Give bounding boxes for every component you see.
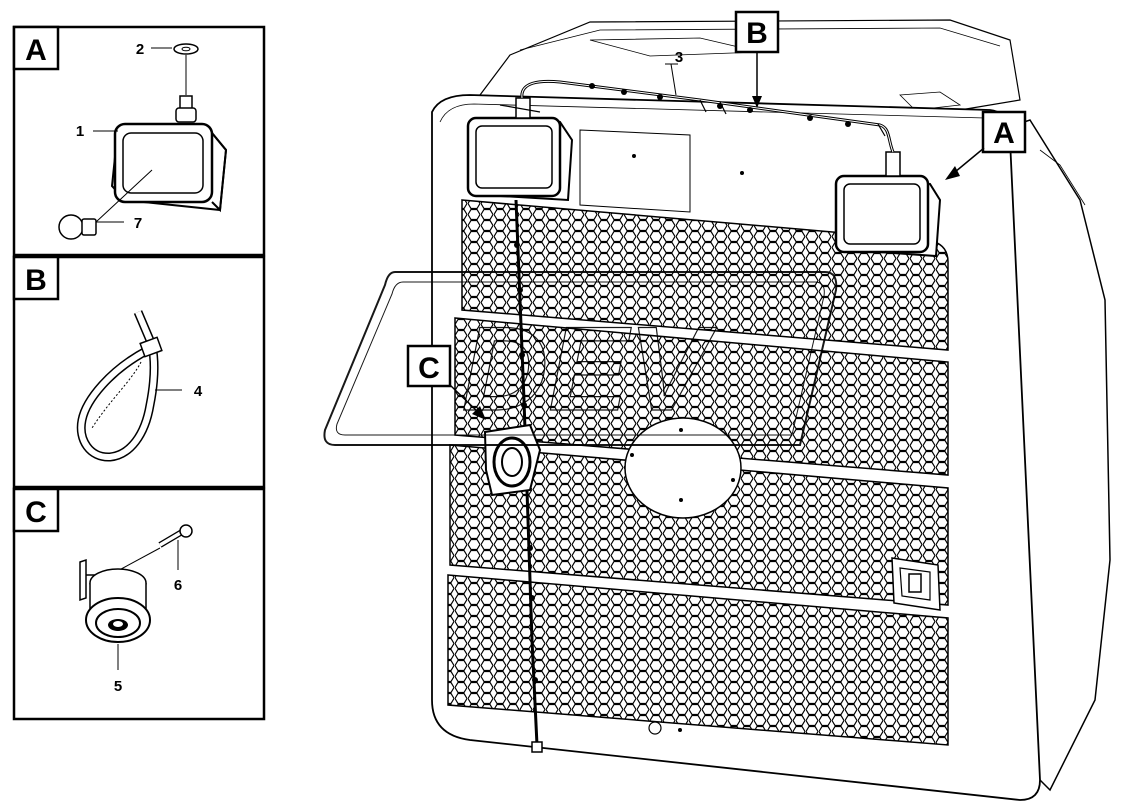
round-cover xyxy=(624,417,742,519)
washer-part xyxy=(173,43,199,55)
callout-b-main: B xyxy=(734,10,780,108)
callout-c-letter: C xyxy=(418,352,440,385)
bulb-part xyxy=(58,214,97,240)
main-socket xyxy=(483,423,542,497)
callout-6: 6 xyxy=(174,577,182,594)
grille-assembly: DEV xyxy=(323,19,1111,801)
mesh-band-4 xyxy=(447,574,949,746)
callout-7: 7 xyxy=(134,215,142,232)
callout-5: 5 xyxy=(114,678,122,695)
grille-latch xyxy=(891,557,941,611)
panel-b: B 4 xyxy=(12,255,266,489)
watermark-logo: DEV xyxy=(323,271,838,446)
panel-a: A 2 1 7 xyxy=(12,25,266,257)
panel-c: C 6 5 xyxy=(12,487,266,721)
panel-b-letter: B xyxy=(25,264,47,297)
callout-a-main: A xyxy=(945,110,1027,180)
cable-tie-part xyxy=(76,310,163,462)
callout-c-main: C xyxy=(406,344,486,420)
watermark-text: DEV xyxy=(462,302,718,436)
mesh-band-2 xyxy=(454,317,949,476)
mesh-band-3 xyxy=(449,444,949,606)
callout-3-number: 3 xyxy=(675,49,683,66)
callout-2: 2 xyxy=(136,41,144,58)
callout-b-letter: B xyxy=(746,17,768,50)
work-lamp-part xyxy=(110,95,228,213)
socket-part xyxy=(79,558,151,643)
callout-1: 1 xyxy=(76,123,84,140)
callout-a-letter: A xyxy=(993,117,1015,150)
main-left-work-lamp xyxy=(466,97,574,202)
bolt-part xyxy=(158,524,193,548)
main-right-work-lamp xyxy=(834,151,942,258)
panel-a-letter: A xyxy=(25,34,47,67)
panel-c-letter: C xyxy=(25,496,47,529)
callout-3: 3 xyxy=(665,49,683,96)
callout-4: 4 xyxy=(194,383,203,400)
